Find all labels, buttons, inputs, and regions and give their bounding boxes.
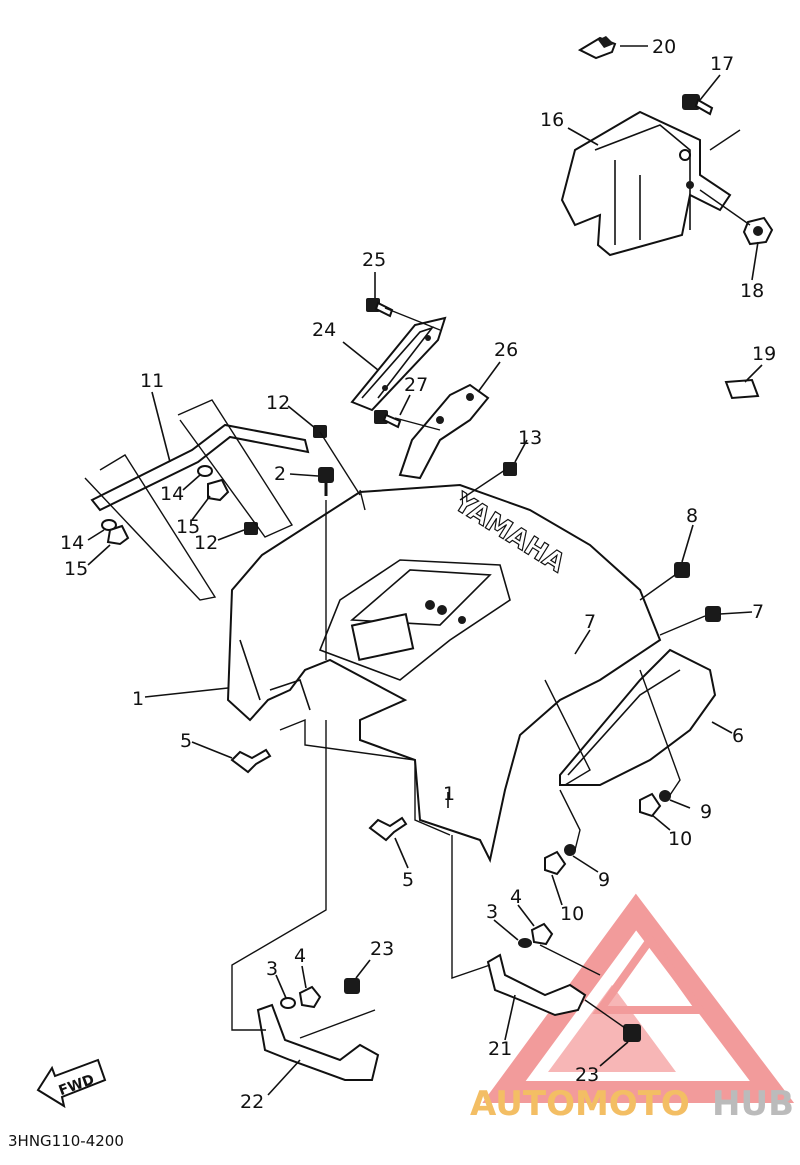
callout-22: 22 (240, 1091, 264, 1113)
part-10-nuts (544, 792, 662, 876)
callout-5-left: 5 (180, 730, 192, 752)
callout-14-lower: 14 (60, 532, 84, 554)
callout-5-center: 5 (402, 869, 414, 891)
callout-17: 17 (710, 53, 734, 75)
callout-4-right: 4 (510, 886, 522, 908)
callout-27: 27 (404, 374, 428, 396)
callout-12-upper: 12 (266, 392, 290, 414)
part-11-bar (90, 423, 310, 512)
part-12-bolt-lower (244, 522, 258, 535)
part-12-bolt-upper (313, 425, 327, 438)
part-23-bolts (344, 978, 641, 1042)
callout-4-left: 4 (294, 945, 306, 967)
callout-2: 2 (274, 463, 286, 485)
part-4-nuts (298, 922, 554, 1009)
callout-6: 6 (732, 725, 744, 747)
callout-19: 19 (752, 343, 776, 365)
part-27-bolt (374, 410, 402, 429)
watermark-text-part2: HUB (712, 1084, 794, 1124)
diagram-code: 3HNG110-4200 (8, 1132, 124, 1150)
part-17-bolt (682, 94, 714, 116)
callout-1-center: 1 (443, 783, 455, 805)
part-24-plate (350, 316, 447, 412)
callout-23-left: 23 (370, 938, 394, 960)
part-25-bolt (366, 298, 394, 318)
callout-21: 21 (488, 1038, 512, 1060)
part-21-bracket (486, 953, 587, 1017)
part-22-bracket (256, 1003, 380, 1081)
callout-9-right: 9 (700, 801, 712, 823)
callout-23-right: 23 (575, 1064, 599, 1086)
part-7-bolt-a (705, 606, 721, 622)
callout-24: 24 (312, 319, 336, 341)
explode-lines (84, 129, 751, 1039)
callout-14-upper: 14 (160, 483, 184, 505)
callout-9-lower: 9 (598, 869, 610, 891)
part-14-washers (101, 465, 213, 531)
callout-3-right: 3 (486, 901, 498, 923)
callout-26: 26 (494, 339, 518, 361)
callout-20: 20 (652, 36, 676, 58)
part-5-bolt-left (230, 748, 272, 774)
callout-7-center: 7 (584, 611, 596, 633)
callout-16: 16 (540, 109, 564, 131)
callout-labels: 20 17 16 18 25 24 26 19 11 12 27 13 2 14… (60, 36, 776, 1113)
callout-8: 8 (686, 505, 698, 527)
part-6-mudflap (559, 648, 717, 786)
callout-18: 18 (740, 280, 764, 302)
watermark-text-part1: AUTOMOTO (470, 1084, 690, 1124)
part-20-clip (577, 36, 617, 60)
part-19-pad (724, 378, 760, 400)
callout-7-right: 7 (752, 601, 764, 623)
part-15-nuts (106, 478, 230, 546)
part-3-washers (280, 938, 532, 1009)
part-2-bolt (318, 467, 334, 496)
callout-15-upper: 15 (176, 516, 200, 538)
part-13-bolt (503, 462, 517, 476)
part-9-washers (564, 790, 671, 856)
callout-11: 11 (140, 370, 164, 392)
part-5-bolt-center (368, 816, 408, 842)
callout-13: 13 (518, 427, 542, 449)
part-18-nut (742, 216, 774, 246)
part-8-bolt (674, 562, 690, 578)
fwd-arrow-icon: FWD (36, 1058, 107, 1109)
part-26-bracket (398, 383, 490, 480)
callout-10-lower: 10 (560, 903, 584, 925)
callout-3-left: 3 (266, 958, 278, 980)
callout-15-lower: 15 (64, 558, 88, 580)
callout-1-left: 1 (132, 688, 144, 710)
callout-25: 25 (362, 249, 386, 271)
callout-10-right: 10 (668, 828, 692, 850)
part-16-cover (560, 110, 732, 257)
callout-12-lower: 12 (194, 532, 218, 554)
leader-lines (87, 45, 763, 1096)
